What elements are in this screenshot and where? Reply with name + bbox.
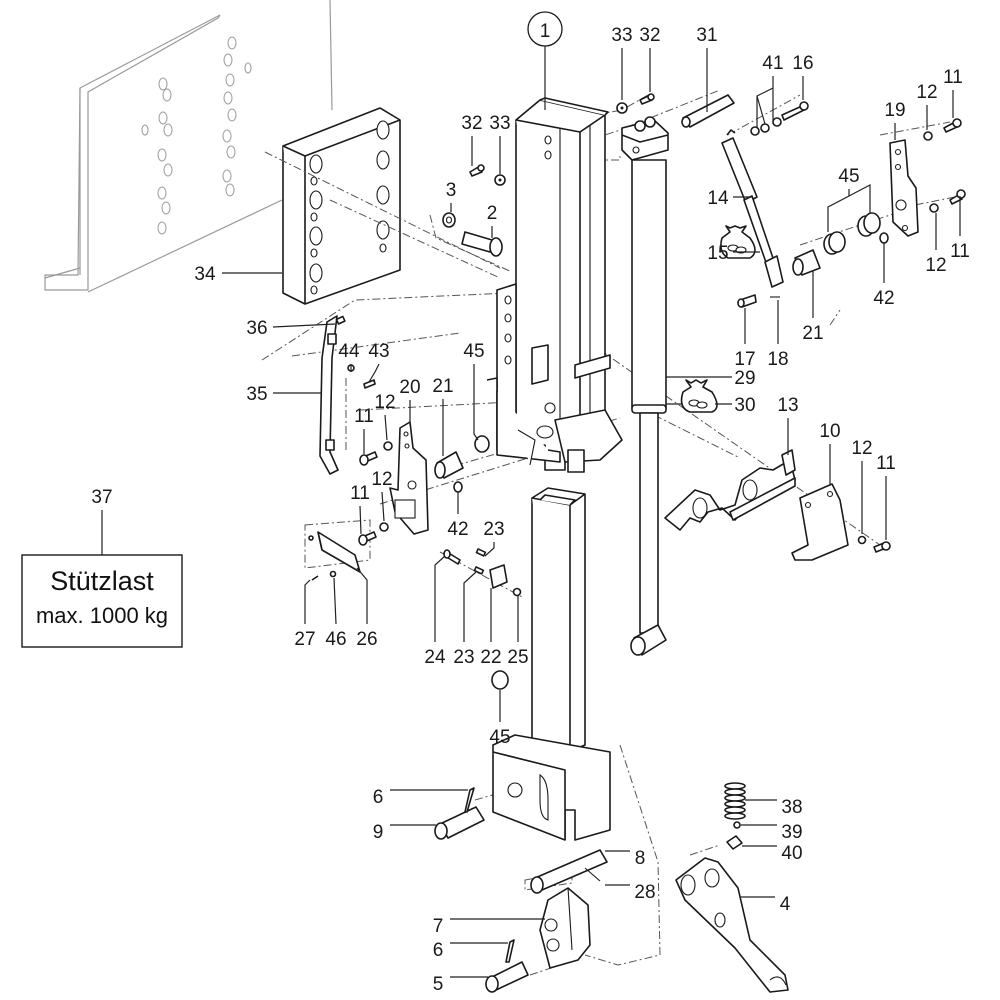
pin-8-and-28 (530, 849, 608, 894)
callout-45: 45 (838, 166, 859, 187)
parts-bag-30 (680, 379, 718, 413)
callout-1: 1 (540, 21, 551, 42)
sign-line-1: Stützlast (50, 566, 154, 596)
pin-9-and-6 (434, 787, 485, 840)
callout-33: 33 (611, 25, 632, 46)
callout-23: 23 (483, 519, 504, 540)
callout-26: 26 (356, 629, 377, 650)
bushing-assembly-right (792, 118, 966, 276)
callout-45: 45 (463, 341, 484, 362)
callout-42: 42 (873, 288, 894, 309)
fasteners-top (442, 93, 655, 257)
callout-28: 28 (634, 882, 655, 903)
callout-29: 29 (734, 368, 755, 389)
callout-14: 14 (707, 188, 729, 209)
callout-34: 34 (194, 264, 216, 285)
support-tube-lower (492, 487, 611, 841)
callout-37: 37 (91, 487, 112, 508)
callout-45: 45 (489, 727, 510, 748)
callout-11: 11 (943, 67, 963, 88)
callout-40: 40 (781, 843, 802, 864)
callout-6: 6 (433, 940, 444, 961)
callout-27: 27 (294, 629, 315, 650)
callout-43: 43 (368, 341, 389, 362)
callout-12: 12 (916, 82, 937, 103)
callout-12: 12 (851, 438, 872, 459)
cover-plate-26 (308, 531, 361, 581)
callout-10: 10 (819, 421, 840, 442)
leader-lines (101, 44, 961, 978)
callout-39: 39 (781, 822, 802, 843)
callout-11: 11 (876, 453, 896, 474)
callout-7: 7 (433, 916, 444, 937)
hook-bracket-13 (664, 449, 796, 531)
callout-44: 44 (338, 341, 360, 362)
callout-21: 21 (802, 323, 823, 344)
callout-32: 32 (461, 113, 482, 134)
callout-35: 35 (246, 384, 267, 405)
callout-5: 5 (433, 974, 444, 995)
spring-38 (724, 782, 746, 850)
callout-42: 42 (447, 519, 468, 540)
callout-32: 32 (639, 25, 660, 46)
callout-23: 23 (453, 647, 474, 668)
callout-24: 24 (424, 647, 446, 668)
callout-circle (527, 11, 563, 47)
callout-31: 31 (696, 25, 717, 46)
callout-3: 3 (446, 180, 457, 201)
callout-11: 11 (950, 241, 970, 262)
hydraulic-cylinder-29 (621, 116, 669, 656)
callout-9: 9 (373, 822, 384, 843)
callout-18: 18 (767, 349, 788, 370)
callout-25: 25 (507, 647, 528, 668)
swivel-foot-4 (675, 857, 789, 993)
bushing-21-left (434, 435, 490, 493)
callout-16: 16 (792, 53, 813, 74)
sign-line-2: max. 1000 kg (36, 603, 168, 628)
callout-19: 19 (884, 100, 905, 121)
callout-46: 46 (325, 629, 346, 650)
callout-30: 30 (734, 395, 755, 416)
callout-2: 2 (487, 203, 498, 224)
mounting-plate-34 (282, 107, 401, 305)
load-sign-37: Stützlast max. 1000 kg (21, 554, 183, 648)
callout-36: 36 (246, 318, 267, 339)
callout-11: 11 (354, 406, 374, 427)
callout-17: 17 (734, 349, 755, 370)
callout-33: 33 (489, 113, 510, 134)
lock-bar-35 (319, 315, 346, 475)
latch-parts-22-25 (443, 548, 522, 690)
clevis-7-and-pin-5 (485, 887, 591, 993)
pin-31 (681, 94, 735, 128)
callout-12: 12 (925, 255, 946, 276)
callout-15: 15 (707, 243, 728, 264)
callout-38: 38 (781, 797, 802, 818)
gas-strut-14 (721, 101, 809, 308)
callout-8: 8 (635, 848, 646, 869)
callout-4: 4 (780, 894, 791, 915)
support-tube-upper (486, 97, 623, 473)
callout-6: 6 (373, 787, 384, 808)
mounting-plate-10 (791, 483, 891, 561)
callout-41: 41 (762, 53, 783, 74)
callout-11: 11 (350, 483, 370, 504)
vehicle-frame (44, 0, 333, 293)
callout-12: 12 (374, 392, 395, 413)
callout-22: 22 (480, 647, 501, 668)
callout-21: 21 (432, 376, 453, 397)
callout-12: 12 (371, 469, 392, 490)
callout-20: 20 (399, 377, 420, 398)
callout-13: 13 (777, 395, 798, 416)
